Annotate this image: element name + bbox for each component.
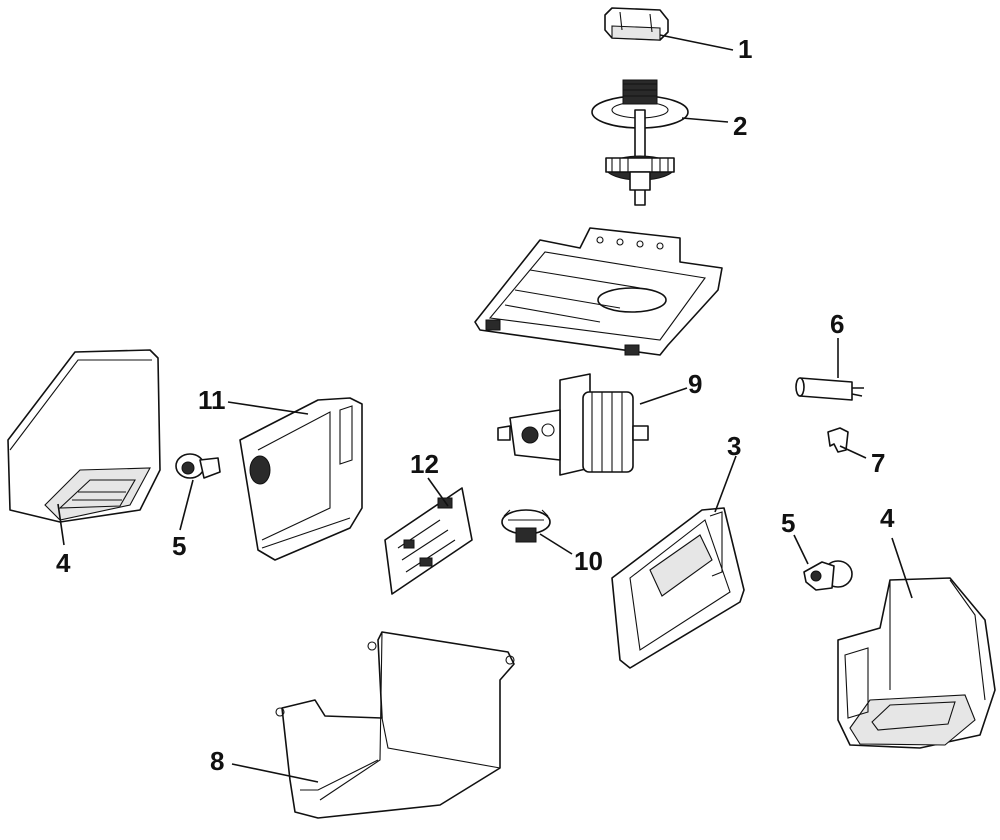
callout-4-left: 4 xyxy=(56,548,71,578)
part-light-socket-right xyxy=(803,560,853,591)
part-logic-board xyxy=(384,487,473,595)
callout-7: 7 xyxy=(871,448,885,478)
callout-11: 11 xyxy=(198,385,226,415)
leader-8 xyxy=(231,763,319,783)
leader-4-right xyxy=(891,537,913,599)
leader-7 xyxy=(839,445,867,459)
callout-5-right: 5 xyxy=(781,508,795,538)
part-lens-cover-right xyxy=(837,577,996,749)
callout-labels: 1 2 3 4 4 5 5 6 7 8 9 10 11 12 xyxy=(56,34,895,776)
part-lens-cover-left xyxy=(7,349,161,523)
callout-9: 9 xyxy=(688,369,702,399)
part-chassis xyxy=(474,227,723,356)
part-light-socket-left xyxy=(175,453,221,479)
leader-3 xyxy=(714,455,737,513)
leader-10 xyxy=(539,533,573,555)
part-capacitor xyxy=(795,377,864,401)
part-end-panel xyxy=(239,397,363,561)
leader-1 xyxy=(659,34,734,51)
part-capacitor-clip xyxy=(827,427,849,453)
part-limit-switch xyxy=(501,509,551,543)
leader-12 xyxy=(427,477,449,507)
leader-11 xyxy=(227,401,309,415)
leader-4-left xyxy=(57,503,65,546)
callout-10: 10 xyxy=(574,546,603,576)
callout-6: 6 xyxy=(830,309,844,339)
part-motor xyxy=(497,373,649,476)
callout-2: 2 xyxy=(733,111,747,141)
leader-9 xyxy=(639,387,688,405)
part-main-cover xyxy=(275,631,515,819)
leader-5-left xyxy=(179,479,194,531)
leader-2 xyxy=(681,117,729,123)
part-rear-panel xyxy=(611,507,745,669)
callout-12: 12 xyxy=(410,449,439,479)
part-drive-shaft-assembly xyxy=(591,79,689,206)
callout-5-left: 5 xyxy=(172,531,186,561)
callout-8: 8 xyxy=(210,746,224,776)
leader-5-right xyxy=(793,534,809,565)
leader-lines xyxy=(57,34,913,783)
callout-3: 3 xyxy=(727,431,741,461)
callout-1: 1 xyxy=(738,34,752,64)
callout-4-right: 4 xyxy=(880,503,895,533)
part-sprocket-cover xyxy=(604,7,669,41)
